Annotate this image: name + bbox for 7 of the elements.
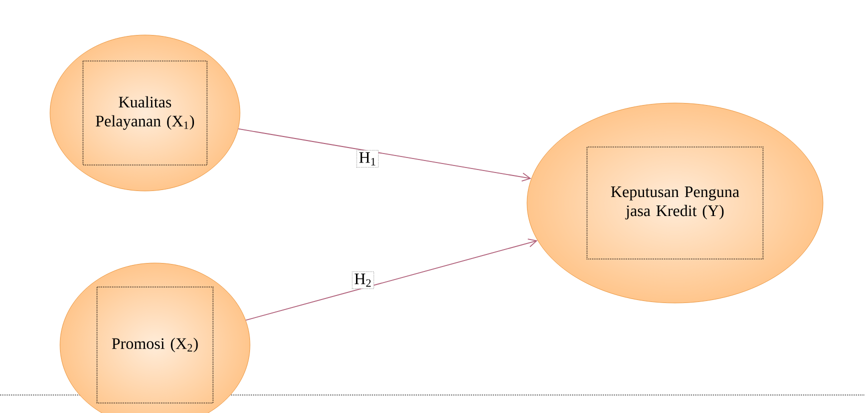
- ellipse-node: Promosi (X$_{2}$): [60, 262, 250, 413]
- edge-label: H$_{1}$: [356, 150, 379, 168]
- ellipse-node: Keputusan Penguna jasa Kredit (Y): [526, 102, 824, 304]
- ellipse-node: Kualitas Pelayanan (X$_{1}$): [50, 34, 240, 192]
- arrow: [245, 238, 538, 321]
- arrow: [238, 128, 532, 182]
- edge-label: H$_{2}$: [352, 271, 374, 289]
